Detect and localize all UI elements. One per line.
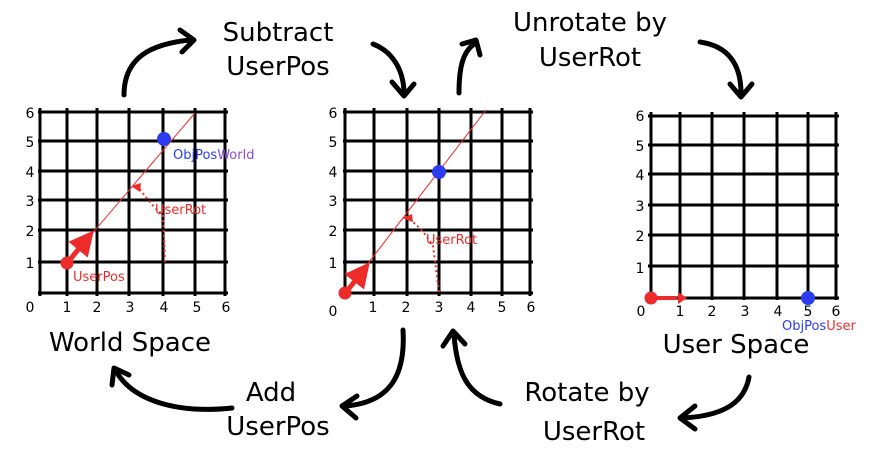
user-origin-tick: 0 bbox=[637, 304, 646, 320]
world-user-pos-label: UserPos bbox=[73, 270, 125, 285]
user-object-position-dot bbox=[801, 291, 815, 305]
middle-y-tick: 2 bbox=[329, 224, 338, 240]
world-y-tick: 2 bbox=[26, 224, 35, 240]
middle-x-tick: 4 bbox=[467, 300, 476, 316]
user-x-tick: 2 bbox=[708, 304, 717, 320]
world-y-tick: 4 bbox=[26, 165, 35, 181]
world-rotation-arrowhead bbox=[131, 183, 141, 192]
middle-user-rotation-angle bbox=[409, 219, 440, 293]
world-obj-pos-label-suffix: World bbox=[217, 148, 254, 163]
user-y-tick: 1 bbox=[636, 261, 645, 277]
world-user-rot-label: UserRot bbox=[155, 203, 206, 218]
middle-user-heading-line bbox=[345, 109, 487, 293]
world-axis-labels: 0 1 2 3 4 5 6 1 2 3 4 5 6 bbox=[26, 106, 231, 316]
user-y-tick: 4 bbox=[636, 168, 645, 184]
world-x-tick: 1 bbox=[63, 300, 72, 316]
middle-y-tick: 3 bbox=[329, 194, 338, 210]
user-obj-pos-label-suffix: User bbox=[826, 319, 856, 334]
user-obj-pos-label: ObjPosUser bbox=[782, 319, 856, 334]
flow-arrow-subtract-to-middle bbox=[370, 41, 417, 99]
user-forward-arrowhead bbox=[678, 292, 687, 304]
flow-arrow-middle-to-add bbox=[339, 327, 406, 421]
rotate-caption-line1: Rotate by bbox=[524, 378, 649, 408]
unrotate-caption-line2: UserRot bbox=[539, 43, 641, 73]
middle-user-position-dot bbox=[338, 286, 352, 300]
user-origin-dot bbox=[644, 291, 658, 305]
user-obj-pos-label-prefix: ObjPos bbox=[782, 319, 826, 334]
flow-arrow-middle-to-unrotate bbox=[456, 37, 483, 96]
middle-x-tick: 3 bbox=[435, 300, 444, 316]
flow-arrow-world-to-subtract bbox=[121, 27, 197, 98]
middle-rotation-arrowhead bbox=[402, 214, 413, 222]
flow-arrow-unrotate-to-user bbox=[697, 39, 755, 100]
world-user-position-dot bbox=[60, 256, 74, 270]
world-object-position-dot bbox=[157, 132, 171, 146]
world-origin-tick: 0 bbox=[26, 300, 35, 316]
world-y-tick: 3 bbox=[26, 194, 35, 210]
subtract-caption-line1: Subtract bbox=[223, 18, 334, 48]
user-y-tick: 6 bbox=[636, 109, 645, 125]
middle-object-position-dot bbox=[432, 165, 446, 179]
user-x-tick: 5 bbox=[804, 304, 813, 320]
add-caption-line2: UserPos bbox=[226, 412, 329, 442]
flow-arrow-user-to-rotate bbox=[677, 374, 752, 432]
world-x-tick: 4 bbox=[160, 300, 169, 316]
world-x-tick: 2 bbox=[93, 300, 102, 316]
middle-user-rot-label: UserRot bbox=[426, 233, 477, 248]
user-y-tick: 5 bbox=[636, 139, 645, 155]
middle-y-tick: 1 bbox=[329, 256, 338, 272]
user-y-tick: 2 bbox=[636, 229, 645, 245]
middle-origin-tick: 0 bbox=[329, 304, 338, 320]
unrotate-caption-line1: Unrotate by bbox=[513, 8, 667, 38]
middle-y-tick: 6 bbox=[329, 106, 338, 122]
world-space-title: World Space bbox=[49, 328, 211, 358]
world-x-tick: 3 bbox=[126, 300, 135, 316]
world-obj-pos-label: ObjPosWorld bbox=[173, 148, 254, 163]
rotate-caption-line2: UserRot bbox=[543, 417, 645, 447]
middle-user-forward-arrow bbox=[344, 262, 370, 293]
translated-panel: 0 1 2 3 4 5 6 1 2 3 4 5 6 UserRot bbox=[329, 106, 536, 320]
user-grid bbox=[648, 112, 839, 300]
user-y-tick: 3 bbox=[636, 199, 645, 215]
user-axis-labels: 0 1 2 3 4 5 6 1 2 3 4 5 6 bbox=[636, 109, 841, 320]
user-x-tick: 1 bbox=[676, 304, 685, 320]
middle-x-tick: 2 bbox=[402, 300, 411, 316]
middle-y-tick: 4 bbox=[329, 165, 338, 181]
middle-axis-labels: 0 1 2 3 4 5 6 1 2 3 4 5 6 bbox=[329, 106, 536, 320]
middle-x-tick: 1 bbox=[369, 300, 378, 316]
middle-y-tick: 5 bbox=[329, 135, 338, 151]
world-x-tick: 6 bbox=[222, 300, 231, 316]
user-space-title: User Space bbox=[663, 330, 810, 360]
user-x-tick: 4 bbox=[774, 304, 783, 320]
user-x-tick: 6 bbox=[832, 304, 841, 320]
middle-x-tick: 6 bbox=[527, 300, 536, 316]
world-y-tick: 6 bbox=[26, 106, 35, 122]
flow-arrow-rotate-to-middle bbox=[440, 328, 503, 407]
user-x-tick: 3 bbox=[741, 304, 750, 320]
world-y-tick: 5 bbox=[26, 135, 35, 151]
add-caption-line1: Add bbox=[246, 378, 296, 408]
world-y-tick: 1 bbox=[26, 256, 35, 272]
subtract-caption-line2: UserPos bbox=[226, 52, 329, 82]
middle-x-tick: 5 bbox=[498, 300, 507, 316]
middle-grid bbox=[343, 108, 533, 296]
world-space-panel: 0 1 2 3 4 5 6 1 2 3 4 5 6 UserPos UserRo… bbox=[26, 106, 255, 358]
user-space-panel: 0 1 2 3 4 5 6 1 2 3 4 5 6 ObjPosUser Use… bbox=[636, 109, 857, 360]
world-obj-pos-label-prefix: ObjPos bbox=[173, 148, 217, 163]
world-x-tick: 5 bbox=[193, 300, 202, 316]
flow-arrow-add-to-world bbox=[109, 365, 235, 412]
